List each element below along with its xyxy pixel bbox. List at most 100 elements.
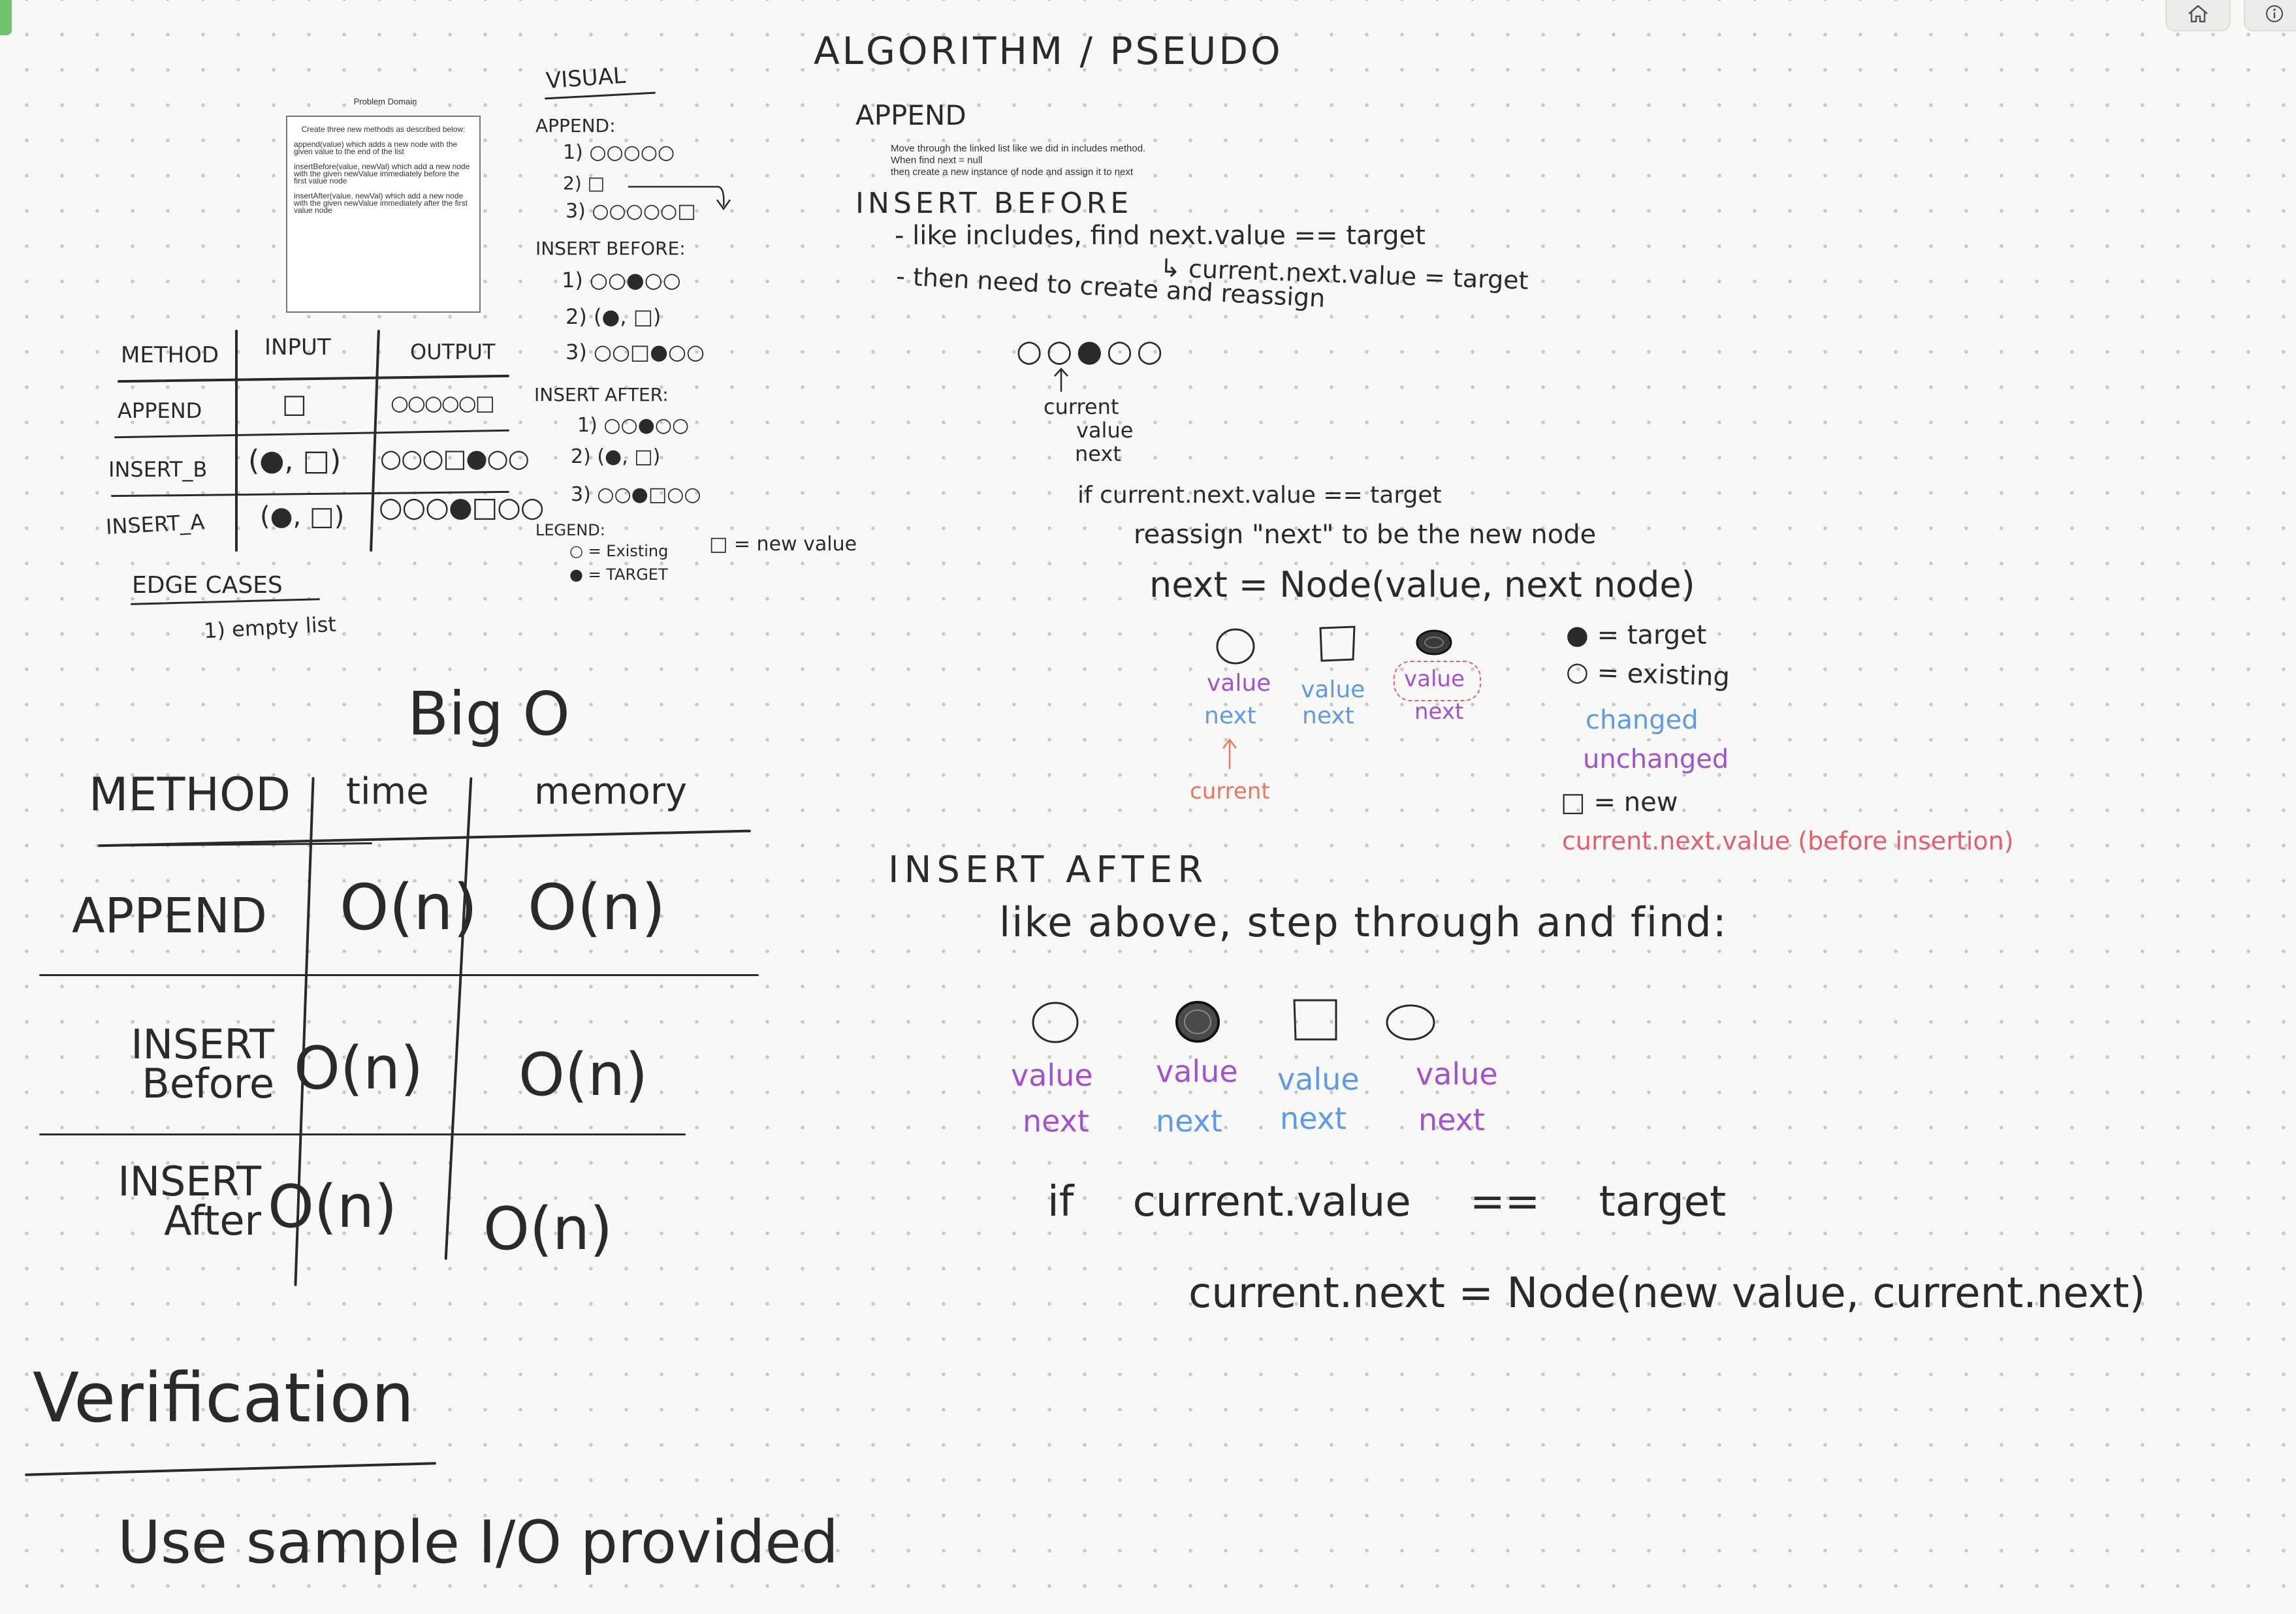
pointer-label: value <box>1076 418 1134 443</box>
node-label-value: value <box>1404 666 1465 692</box>
node-label-value: value <box>1011 1058 1093 1093</box>
target-node-icon <box>1416 629 1452 656</box>
big-o-row-method: APPEND <box>72 888 267 944</box>
big-o-row-time: O(n) <box>268 1173 398 1241</box>
key-unchanged: unchanged <box>1583 744 1729 774</box>
big-o-row-method: INSERT Before <box>131 1021 274 1107</box>
current-label: current <box>1190 778 1270 804</box>
visual-append-step: 3) ○○○○○□ <box>566 200 696 223</box>
node-label-next: next <box>1280 1101 1347 1136</box>
edge-cases-heading: EDGE CASES <box>132 572 283 599</box>
legend-item-target: ● = TARGET <box>569 565 668 584</box>
io-header-rule <box>118 374 509 383</box>
problem-domain-line: Create three new methods as described be… <box>301 125 466 134</box>
big-o-row-time: O(n) <box>294 1034 424 1103</box>
io-column-rule <box>235 330 238 552</box>
insert-after-if-line: current.next = Node(new value, current.n… <box>1188 1269 2146 1318</box>
existing-node-icon <box>1032 1002 1079 1043</box>
visual-insert-before-step: 2) (●, □) <box>566 304 662 329</box>
node-label-next: next <box>1204 703 1256 729</box>
pointer-label: next <box>1075 441 1121 466</box>
big-o-row-rule <box>39 974 759 976</box>
sidebar-tab[interactable] <box>0 0 12 35</box>
node-label-next: next <box>1418 1102 1485 1137</box>
problem-domain-card: Create three new methods as described be… <box>286 116 481 313</box>
io-row-output: ○○○□●○○ <box>380 444 530 473</box>
big-o-row-time: O(n) <box>340 871 478 944</box>
node-label-next: next <box>1414 699 1464 725</box>
visual-insert-after-step: 2) (●, □) <box>571 445 661 468</box>
arrow-icon <box>628 185 731 211</box>
append-printed-line: then create a new instance of node and a… <box>891 166 1134 178</box>
append-printed-line: When find next = null <box>891 155 983 166</box>
problem-domain-line: insertBefore(value, newVal) which add a … <box>294 162 470 185</box>
visual-append-label: APPEND: <box>535 115 616 136</box>
target-node-icon <box>1175 1001 1220 1043</box>
pointer-label: current <box>1044 394 1119 419</box>
node-label-value: value <box>1277 1062 1360 1097</box>
problem-domain-title: Problem Domain <box>353 97 417 106</box>
node-label-value: value <box>1207 670 1271 697</box>
legend-item-new: □ = new value <box>709 533 857 556</box>
visual-insert-before-step: 1) ○○●○○ <box>562 268 681 293</box>
visual-insert-after-step: 3) ○○●□○○ <box>571 483 701 506</box>
node-label-next: next <box>1156 1103 1222 1139</box>
if-line: reassign "next" to be the new node <box>1134 520 1597 550</box>
io-row-input: (●, □) <box>260 501 345 531</box>
problem-domain-line: append(value) which adds a new node with… <box>294 140 458 156</box>
insert-after-if-line: if current.value == target <box>1047 1178 1727 1226</box>
big-o-header-time: time <box>346 770 429 813</box>
insert-before-line: - like includes, find next.value == targ… <box>895 221 1426 251</box>
verification-heading: Verification <box>33 1358 415 1438</box>
edge-case-item: 1) empty list <box>203 611 337 644</box>
algorithm-heading: ALGORITHM / PSEUDO <box>814 29 1283 73</box>
visual-insert-before-label: INSERT BEFORE: <box>535 238 686 259</box>
io-row-method: APPEND <box>118 398 202 423</box>
append-heading: APPEND <box>855 99 966 131</box>
io-row-method: INSERT_B <box>108 457 208 482</box>
insert-after-heading: INSERT AFTER <box>888 849 1209 891</box>
visual-append-step: 1) ○○○○○ <box>563 141 675 164</box>
problem-domain-line: insertAfter(value, newVal) which add a n… <box>294 191 468 215</box>
edge-cases-underline <box>131 598 320 605</box>
io-header-output: OUTPUT <box>410 340 496 364</box>
existing-node-icon <box>1216 628 1255 665</box>
new-node-icon <box>1293 999 1337 1041</box>
append-printed-line: Move through the linked list like we did… <box>891 143 1146 154</box>
up-arrow-icon <box>1222 738 1237 769</box>
home-icon <box>2186 3 2210 27</box>
big-o-header-method: METHOD <box>89 768 291 821</box>
existing-node-icon <box>1386 1004 1435 1041</box>
legend-item-existing: ○ = Existing <box>569 542 669 560</box>
io-row-output: ○○○○○□ <box>391 390 495 415</box>
node-label-value: value <box>1416 1056 1498 1092</box>
key-existing: ○ = existing <box>1565 656 1730 693</box>
if-line: next = Node(value, next node) <box>1149 564 1695 605</box>
io-row-rule <box>114 429 509 439</box>
key-new: □ = new <box>1561 787 1678 817</box>
up-arrow-icon <box>1054 368 1068 392</box>
visual-heading: VISUAL <box>545 62 627 95</box>
verification-text: Use sample I/O provided <box>118 1508 838 1577</box>
if-line: if current.next.value == target <box>1077 482 1442 509</box>
new-node-icon <box>1319 625 1356 662</box>
node-label-next: next <box>1023 1103 1089 1139</box>
highlight-outline <box>1394 661 1481 701</box>
io-row-input: (●, □) <box>248 444 342 477</box>
info-button[interactable] <box>2244 0 2296 31</box>
io-row-input: □ <box>282 389 307 419</box>
home-button[interactable] <box>2165 0 2231 31</box>
visual-legend-label: LEGEND: <box>535 521 605 539</box>
key-changed: changed <box>1586 705 1698 735</box>
key-note: current.next.value (before insertion) <box>1562 827 2014 855</box>
node-label-value: value <box>1156 1054 1238 1089</box>
diagram-chain: ○○●○○ <box>1016 333 1167 368</box>
big-o-row-memory: O(n) <box>483 1195 613 1263</box>
info-icon <box>2264 3 2285 27</box>
big-o-heading: Big O <box>407 679 570 749</box>
verification-underline <box>25 1462 436 1476</box>
io-header-method: METHOD <box>121 342 219 368</box>
io-header-input: INPUT <box>264 334 331 360</box>
big-o-column-rule <box>444 777 473 1260</box>
big-o-header-memory: memory <box>534 770 687 813</box>
